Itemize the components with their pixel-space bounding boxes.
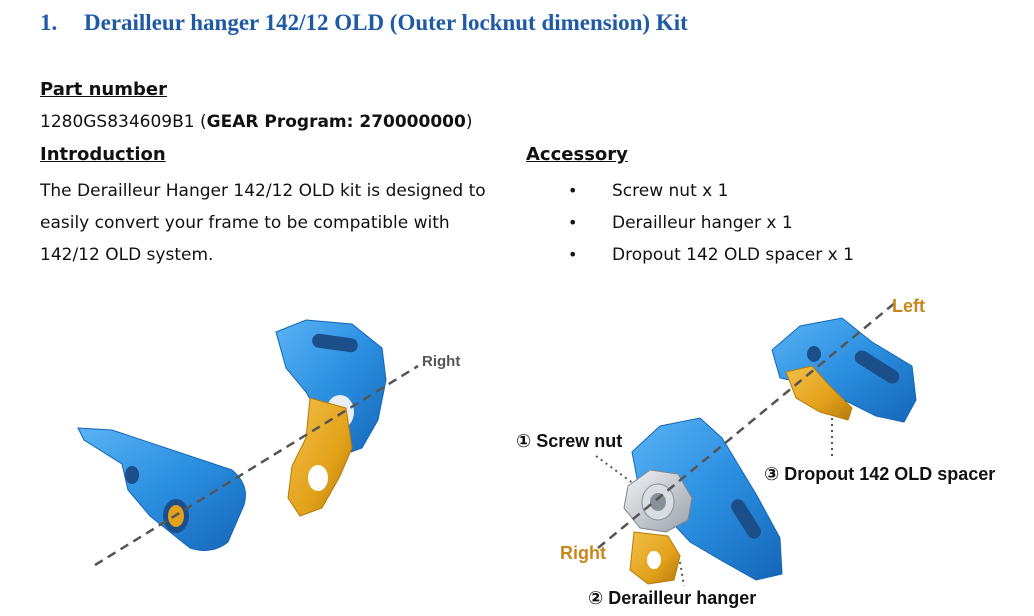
assembly-illustration: Right ① Screw nut ② Derailleur hanger ③ … [77, 296, 995, 608]
title-number: 1. [40, 10, 58, 35]
spacer-hole [807, 346, 821, 362]
title-text: Derailleur hanger 142/12 OLD (Outer lock… [84, 10, 688, 35]
callout-dropout-spacer: ③ Dropout 142 OLD spacer [764, 464, 995, 484]
hanger-hole [308, 465, 328, 491]
label-left: Left [892, 296, 925, 316]
hanger-hole [647, 551, 661, 569]
intro-line: 142/12 OLD system. [40, 245, 214, 265]
hanger-part [287, 397, 353, 517]
page-title: 1. Derailleur hanger 142/12 OLD (Outer lo… [40, 10, 688, 36]
gear-program: GEAR Program: 270000000 [206, 112, 466, 132]
hanger-leader [679, 561, 685, 587]
list-item: • Derailleur hanger x 1 [565, 207, 854, 239]
spacer-slot [854, 350, 900, 384]
screw-nut-part [623, 469, 693, 533]
axle-line [94, 364, 419, 567]
intro-line: easily convert your frame to be compatib… [40, 213, 450, 233]
right-assembly: ① Screw nut ② Derailleur hanger ③ Dropou… [516, 296, 995, 608]
left-assembly: Right [77, 319, 460, 567]
dropout-bolt-hole [125, 466, 139, 484]
main-dropout-slot [731, 499, 761, 539]
accessory-item: Derailleur hanger x 1 [612, 213, 793, 233]
accessory-list: • Screw nut x 1 • Derailleur hanger x 1 • D… [565, 175, 854, 271]
paren-open: ( [194, 112, 207, 132]
intro-line: The Derailleur Hanger 142/12 OLD kit is … [40, 181, 486, 201]
bullet: • [568, 181, 578, 200]
left-dropout-part [77, 427, 246, 551]
screw-nut-leader [595, 455, 635, 485]
part-number-line: 1280GS834609B1 (GEAR Program: 270000000) [40, 112, 472, 132]
axle-line [597, 301, 897, 549]
right-dropout-slot [312, 333, 358, 353]
left-figure-right-label: Right [422, 353, 460, 370]
callout-screw-nut: ① Screw nut [516, 431, 622, 451]
introduction-heading: Introduction [40, 144, 166, 165]
accessory-heading: Accessory [526, 144, 628, 165]
list-item: • Dropout 142 OLD spacer x 1 [565, 239, 854, 271]
label-right: Right [560, 543, 606, 563]
right-dropout-part [275, 319, 387, 457]
list-item: • Screw nut x 1 [565, 175, 854, 207]
part-number-code: 1280GS834609B1 [40, 112, 195, 132]
bullet: • [568, 245, 578, 264]
introduction-text: The Derailleur Hanger 142/12 OLD kit is … [40, 175, 510, 271]
paren-close: ) [465, 112, 473, 132]
spacer-orange-part [785, 365, 853, 421]
callout-derailleur-hanger: ② Derailleur hanger [588, 588, 756, 608]
accessory-item: Screw nut x 1 [612, 181, 729, 201]
bullet: • [568, 213, 578, 232]
part-number-heading: Part number [40, 79, 167, 100]
accessory-item: Dropout 142 OLD spacer x 1 [612, 245, 854, 265]
